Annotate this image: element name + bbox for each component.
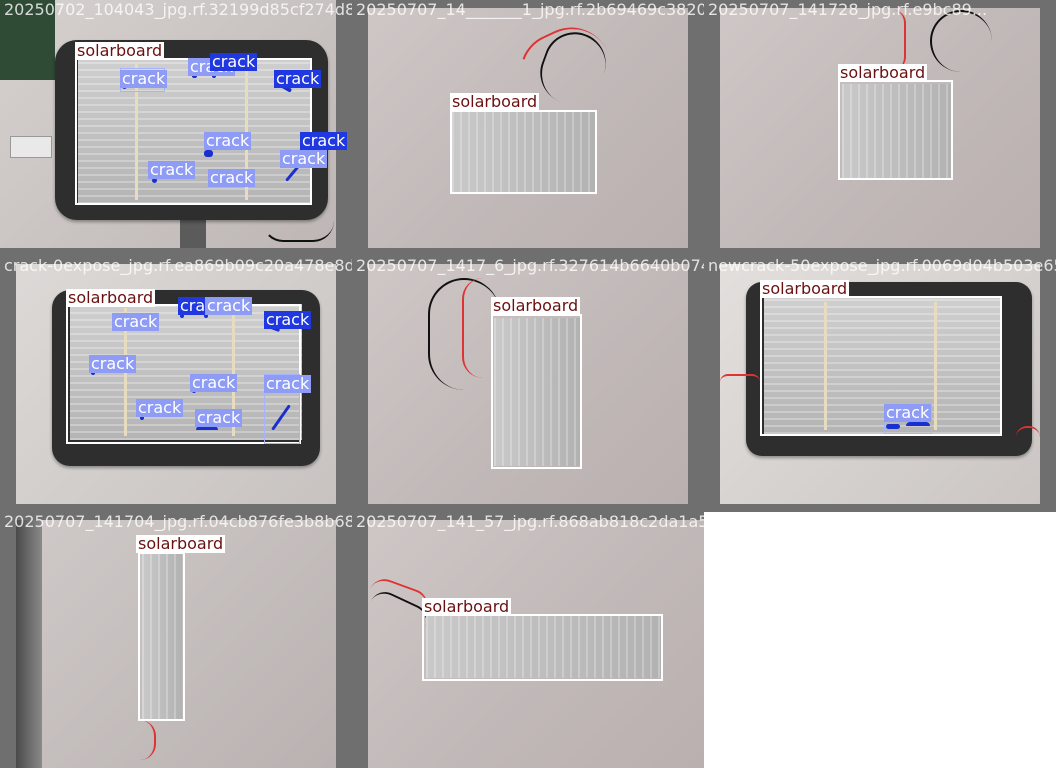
crack-label: crack <box>204 131 252 150</box>
solar-panel <box>142 552 182 720</box>
image-tile-7[interactable]: 20250707_141704_jpg.rf.04cb876fe3b8b68c … <box>0 512 352 768</box>
solarboard-label: solarboard <box>491 296 581 315</box>
wire <box>262 200 334 242</box>
crack-label: crack <box>274 69 322 88</box>
crack-mark <box>204 150 213 157</box>
solarboard-box <box>138 552 185 721</box>
solarboard-label: solarboard <box>838 63 928 82</box>
usb-dongle <box>10 136 52 158</box>
image-filename: 20250702_104043_jpg.rf.32199d85cf274d8f <box>4 0 352 19</box>
crack-label: crack <box>120 69 168 88</box>
image-filename: 20250707_141_57_jpg.rf.868ab818c2da1a570 <box>356 512 704 531</box>
crack-label: crack <box>205 296 253 315</box>
wire <box>930 10 992 72</box>
solar-panel <box>764 298 1000 434</box>
wire <box>462 278 504 378</box>
crack-mark <box>204 314 208 318</box>
busbar <box>232 308 235 436</box>
solarboard-label: solarboard <box>760 279 850 298</box>
crack-mark <box>140 416 144 420</box>
solarboard-label: solarboard <box>66 288 156 307</box>
image-filename: newcrack-50expose_jpg.rf.0069d04b503e65 <box>708 256 1056 275</box>
solarboard-box <box>450 110 597 194</box>
wire <box>124 720 156 760</box>
crack-label: crack <box>136 398 184 417</box>
table-edge <box>16 520 42 768</box>
crack-label: crack <box>264 374 312 393</box>
solar-panel <box>842 84 952 178</box>
busbar <box>135 62 138 200</box>
busbar <box>245 62 248 200</box>
busbar <box>934 302 937 430</box>
solar-panel <box>452 112 596 192</box>
solarboard-box <box>838 80 953 180</box>
crack-label: crack <box>280 149 328 168</box>
crack-mark <box>906 422 930 426</box>
crack-box <box>264 374 300 444</box>
image-tile-8[interactable]: 20250707_141_57_jpg.rf.868ab818c2da1a570… <box>352 512 704 768</box>
solar-panel <box>494 318 580 466</box>
crack-label: crack <box>208 168 256 187</box>
crack-label: crack <box>112 312 160 331</box>
solarboard-box <box>760 296 1002 436</box>
crack-label: crack <box>884 403 932 422</box>
box-corner <box>0 0 55 80</box>
solarboard-label: solarboard <box>422 597 512 616</box>
wire <box>720 374 760 390</box>
image-tile-5[interactable]: 20250707_1417_6_jpg.rf.327614b6640b074f … <box>352 256 704 512</box>
wire <box>880 10 906 70</box>
image-tile-6[interactable]: newcrack-50expose_jpg.rf.0069d04b503e65 … <box>704 256 1056 512</box>
crack-mark <box>886 424 900 429</box>
wire <box>1016 426 1040 448</box>
crack-mark <box>91 371 95 375</box>
crack-mark <box>180 314 184 318</box>
crack-label: crack <box>210 52 258 71</box>
solar-panel <box>78 58 310 204</box>
crack-mark <box>212 74 216 78</box>
image-tile-2[interactable]: 20250707_14_______1_jpg.rf.2b69469c38209… <box>352 0 704 256</box>
crack-label: crack <box>190 373 238 392</box>
solar-panel <box>426 616 662 678</box>
solarboard-box <box>422 614 663 681</box>
solarboard-label: solarboard <box>136 534 226 553</box>
crack-mark <box>192 74 197 78</box>
solarboard-label: solarboard <box>75 41 165 60</box>
image-filename: 20250707_141704_jpg.rf.04cb876fe3b8b68c <box>4 512 352 531</box>
crack-label: crack <box>89 354 137 373</box>
wire <box>428 278 500 390</box>
crack-label: crack <box>148 160 196 179</box>
solarboard-label: solarboard <box>450 92 540 111</box>
crack-label: crack <box>300 131 348 150</box>
image-filename: 20250707_14_______1_jpg.rf.2b69469c38209… <box>356 0 704 19</box>
crack-mark <box>152 178 157 183</box>
image-tile-4[interactable]: crack-0expose_jpg.rf.ea869b09c20a478e8d … <box>0 256 352 512</box>
photo <box>0 0 336 248</box>
image-tile-3[interactable]: 20250707_141728_jpg.rf.e9bc89... solarbo… <box>704 0 1056 256</box>
crack-label: crack <box>264 310 312 329</box>
solarboard-box <box>491 314 582 469</box>
image-filename: crack-0expose_jpg.rf.ea869b09c20a478e8d <box>4 256 352 275</box>
crack-mark <box>196 426 218 430</box>
busbar <box>824 302 827 430</box>
crack-label: crack <box>195 408 243 427</box>
image-filename: 20250707_141728_jpg.rf.e9bc89... <box>708 0 988 19</box>
image-tile-1[interactable]: 20250702_104043_jpg.rf.32199d85cf274d8f … <box>0 0 352 256</box>
image-filename: 20250707_1417_6_jpg.rf.327614b6640b074f <box>356 256 704 275</box>
